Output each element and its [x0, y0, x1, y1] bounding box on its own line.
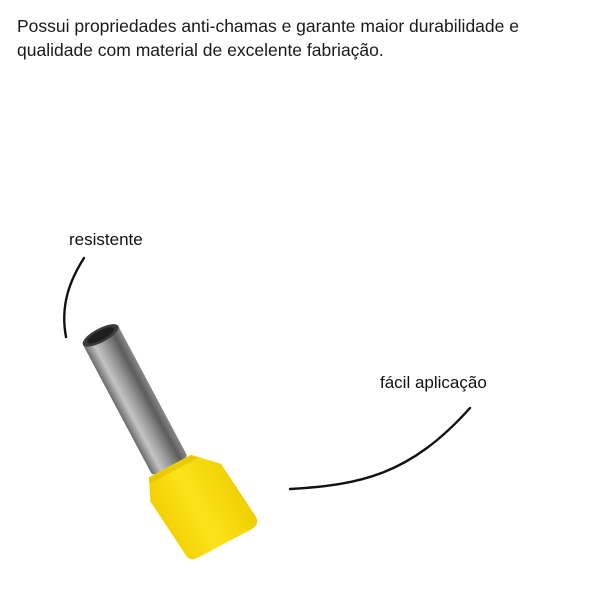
product-description: Possui propriedades anti-chamas e garant… — [17, 16, 519, 60]
callout-label-facil-aplicacao: fácil aplicação — [380, 373, 487, 392]
callout-line-facil-aplicacao — [288, 406, 472, 491]
ferrule-icon — [82, 324, 258, 560]
callout-line-resistente — [63, 256, 86, 339]
callout-label-resistente: resistente — [69, 230, 143, 249]
